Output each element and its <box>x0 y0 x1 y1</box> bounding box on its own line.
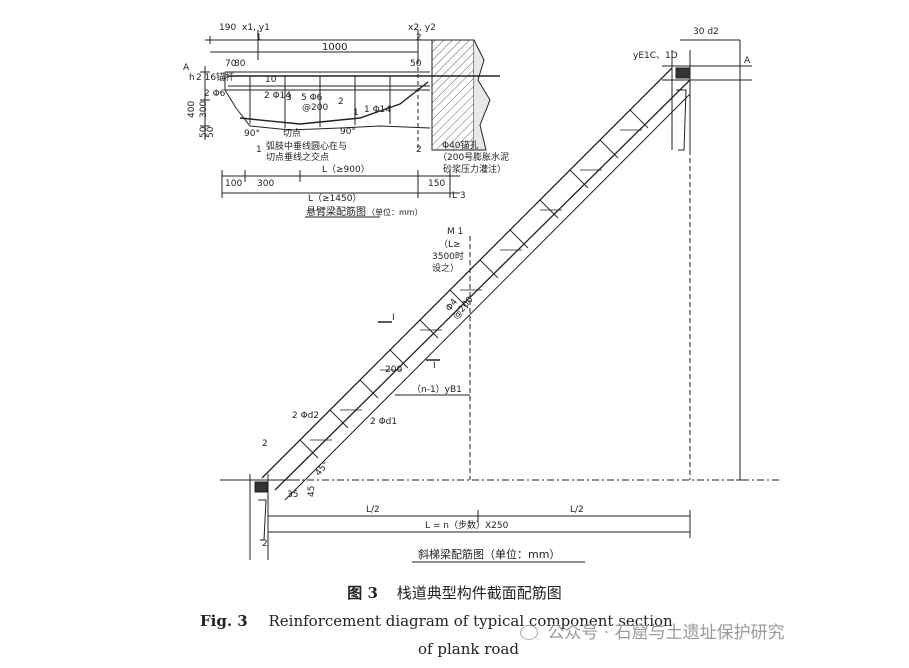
caption-cn: 图 3 栈道典型构件截面配筋图 <box>0 582 909 603</box>
caption-cn-number: 图 3 <box>347 584 378 602</box>
dim-190: 190 <box>219 23 236 33</box>
label-tangent-point: 切点 <box>283 128 301 139</box>
label-L3500-c: 设之） <box>432 262 459 274</box>
note-arc-1: 弧肢中垂线圆心在与 <box>266 140 347 152</box>
watermark-text: 公众号 · 石窟与土遗址保护研究 <box>547 623 785 643</box>
dim-35: 35 <box>287 490 298 500</box>
dim-10: 10 <box>265 75 277 85</box>
dim-L2-right: L/2 <box>570 505 584 515</box>
label-L3500-a: （L≥ <box>439 239 461 250</box>
dim-L3: L 3 <box>452 191 466 201</box>
dim-400: 400 <box>187 101 197 118</box>
dim-70: 70 <box>225 59 237 69</box>
section-A-right: A <box>744 56 751 66</box>
dim-100: 100 <box>225 179 242 189</box>
watermark: 公众号 · 石窟与土遗址保护研究 <box>520 618 785 643</box>
label-2phi6: 2 Φ6 <box>204 89 226 99</box>
cantilever-unit: （单位：mm） <box>367 207 423 217</box>
section-A-left: A <box>183 63 190 73</box>
dim-50: 50 <box>410 59 422 69</box>
label-x2y2: x2, y2 <box>408 23 436 33</box>
caption-en-text-2: of plank road <box>418 640 519 658</box>
circle-3: 3 <box>286 93 292 103</box>
dim-1000: 1000 <box>322 42 347 53</box>
label-L3500-b: 3500时 <box>432 250 464 262</box>
label-x1y1: x1, y1 <box>242 23 270 33</box>
dim-200: 200 <box>385 365 402 375</box>
wechat-icon <box>520 625 538 640</box>
note-hole-1: Φ40锚孔 <box>442 139 479 151</box>
angle-45: 45° <box>314 460 332 479</box>
dim-300-bottom: 300 <box>257 179 274 189</box>
caption-cn-text: 栈道典型构件截面配筋图 <box>396 584 562 602</box>
dim-45: 45 <box>307 486 317 497</box>
dim-150: 150 <box>428 179 445 189</box>
caption-en-text-1: Reinforcement diagram of typical compone… <box>268 612 673 630</box>
section-1-bottom: 1 <box>256 145 262 155</box>
stair-title: 斜梯梁配筋图（单位：mm） <box>418 547 560 561</box>
label-h: h <box>189 73 195 83</box>
label-M1: M 1 <box>447 227 463 237</box>
dim-300: 300 <box>199 101 209 118</box>
dim-80: 80 <box>234 59 246 69</box>
section-I-lower: I <box>433 361 436 371</box>
label-2phid1: 2 Φd1 <box>370 417 397 427</box>
section-I-upper: I <box>392 313 395 323</box>
dim-L-steps: L = n（步数）X250 <box>425 519 509 531</box>
cantilever-labels: 190 x1, y1 1 1000 x2, y2 50 70 80 2 A h … <box>183 23 509 218</box>
dim-50-vertical: 50 <box>199 126 209 138</box>
caption-en-number: Fig. 3 <box>200 612 248 630</box>
label-1phi14: 1 Φ14 <box>364 105 391 115</box>
cantilever-beam-drawing <box>200 30 500 218</box>
section-2-top-stair: 2 <box>262 439 268 449</box>
label-5phi6: 5 Φ6 <box>301 93 323 103</box>
angle-90-left: 90° <box>244 129 260 139</box>
angle-90-right: 90° <box>340 127 356 137</box>
caption-en-line1: Fig. 3 Reinforcement diagram of typical … <box>200 612 720 630</box>
dim-L900: L（≥900） <box>322 164 370 175</box>
section-2-bottom: 2 <box>416 145 422 155</box>
label-30d2: 30 d2 <box>693 27 719 37</box>
label-yB1: （n-1）yB1 <box>412 384 462 395</box>
label-at200-cantilever: @200 <box>302 103 328 113</box>
label-2phi14: 2 Φ14 <box>264 91 291 101</box>
caption-en-line2: of plank road <box>418 640 718 658</box>
dim-50-vertical-2: 50 <box>206 126 216 138</box>
section-2-bottom-stair: 2 <box>262 539 268 549</box>
label-yE1C: yE1C、1D <box>633 51 678 61</box>
circle-1: 1 <box>353 108 359 118</box>
section-2-top: 2 <box>416 33 422 43</box>
note-arc-2: 切点垂线之交点 <box>266 151 329 163</box>
stair-beam-drawing <box>220 39 780 563</box>
label-2phid2: 2 Φd2 <box>292 411 319 421</box>
dim-L2-left: L/2 <box>366 505 380 515</box>
stair-labels: 30 d2 yE1C、1D A M 1 （L≥ 3500时 设之） I Φ4 @… <box>262 27 751 561</box>
section-1-top: 1 <box>256 33 262 43</box>
circle-2: 2 <box>338 97 344 107</box>
note-hole-2: （200号膨胀水泥 <box>438 151 509 163</box>
note-hole-3: 砂浆压力灌注） <box>443 163 506 175</box>
dim-L1450: L（≥1450） <box>308 193 361 204</box>
cantilever-title: 悬臂梁配筋图 <box>306 205 366 218</box>
label-anchor: 2 16锚杆 <box>196 71 234 83</box>
